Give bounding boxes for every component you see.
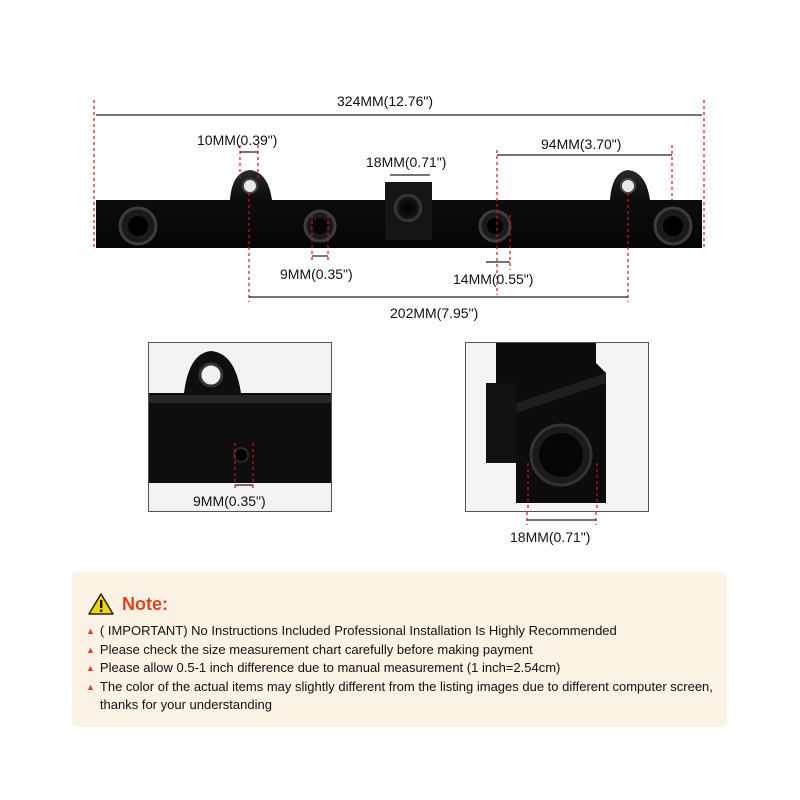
dimension-lines — [93, 100, 705, 302]
detail-left-label: 9MM(0.35") — [193, 493, 266, 509]
detail-panel-right — [465, 342, 649, 512]
note-item: ▲ ( IMPORTANT) No Instructions Included … — [86, 622, 721, 640]
detail-left-image — [149, 351, 331, 488]
dimension-injector-port: 14MM(0.55") — [453, 271, 534, 287]
dimension-mount-hole: 10MM(0.39") — [197, 132, 278, 148]
bullet-triangle-icon: ▲ — [86, 645, 95, 655]
note-item-text: ( IMPORTANT) No Instructions Included Pr… — [99, 623, 617, 638]
dimension-end-spacing: 94MM(3.70") — [541, 136, 622, 152]
note-box — [72, 572, 727, 727]
dimension-center-port: 18MM(0.71") — [366, 154, 447, 170]
mount-hole-left — [242, 178, 258, 194]
note-item-text: Please allow 0.5-1 inch difference due t… — [99, 660, 561, 675]
note-item: ▲ Please allow 0.5-1 inch difference due… — [86, 659, 721, 677]
warning-icon — [88, 593, 114, 615]
note-title: Note: — [122, 593, 168, 614]
bullet-triangle-icon: ▲ — [86, 626, 95, 636]
note-item: ▲ Please check the size measurement char… — [86, 641, 721, 659]
injector-ports — [118, 206, 693, 246]
dimension-overall-length: 324MM(12.76") — [337, 93, 434, 109]
mount-hole-right — [620, 178, 636, 194]
note-item-text: Please check the size measurement chart … — [99, 642, 533, 657]
center-port — [394, 194, 422, 222]
detail-right-image — [466, 343, 648, 511]
fuel-rail-body — [96, 170, 702, 248]
note-item: ▲ The color of the actual items may slig… — [86, 678, 721, 714]
bullet-triangle-icon: ▲ — [86, 682, 95, 692]
note-header: Note: — [88, 589, 168, 619]
detail-panel-left: 9MM(0.35") — [148, 342, 332, 512]
dimension-small-port: 9MM(0.35") — [280, 266, 353, 282]
note-item-text: The color of the actual items may slight… — [99, 679, 713, 712]
detail-right-label: 18MM(0.71") — [510, 529, 591, 545]
bullet-triangle-icon: ▲ — [86, 663, 95, 673]
dimension-mount-spacing: 202MM(7.95") — [390, 305, 479, 321]
